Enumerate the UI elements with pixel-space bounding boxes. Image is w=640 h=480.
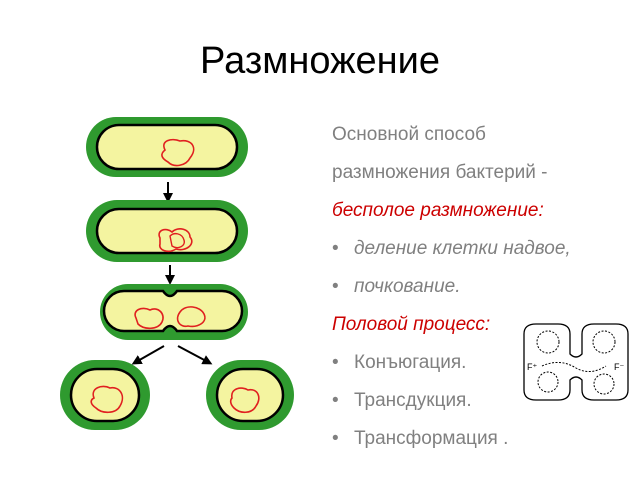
list-item: •почкование. — [332, 268, 632, 306]
asexual-heading: бесполое размножение: — [332, 200, 544, 221]
text-block: Основной способ размножения бактерий - б… — [332, 116, 632, 458]
nucleoid-shape — [169, 232, 185, 249]
nucleoid-shape — [134, 307, 164, 330]
nucleoid-shape — [161, 138, 195, 167]
daughter-cell-left — [60, 360, 150, 430]
sexual-heading: Половой процесс: — [332, 314, 491, 335]
cell-stage-2 — [86, 200, 248, 262]
page-title: Размножение — [200, 40, 440, 82]
bullet-icon: • — [332, 390, 339, 411]
bullet-icon: • — [332, 238, 339, 259]
nucleoid-shape — [90, 385, 124, 414]
cell-stage-3 — [100, 284, 248, 340]
arrow-diagonal-icon — [177, 345, 213, 365]
nucleoid-shape — [229, 387, 260, 414]
arrow-diagonal-icon — [131, 345, 165, 365]
nucleoid-shape — [158, 228, 193, 252]
bullet-icon: • — [332, 428, 339, 449]
intro-line-1: Основной способ — [332, 124, 486, 145]
list-item: •Трансдукция. — [332, 382, 632, 420]
bullet-icon: • — [332, 352, 339, 373]
conjugation-illustration: F⁺ F⁻ — [523, 323, 629, 401]
nucleoid-shape — [176, 306, 206, 328]
list-item: •деление клетки надвое, — [332, 230, 632, 268]
list-item: •Конъюгация. — [332, 344, 632, 382]
conjugation-label-recipient: F⁻ — [614, 362, 624, 372]
intro-line-2: размножения бактерий - — [332, 162, 548, 183]
daughter-cell-right — [206, 360, 294, 430]
cell-stage-1 — [86, 117, 248, 177]
list-item: •Трансформация . — [332, 420, 632, 458]
conjugation-label-donor: F⁺ — [527, 362, 537, 372]
bullet-icon: • — [332, 276, 339, 297]
